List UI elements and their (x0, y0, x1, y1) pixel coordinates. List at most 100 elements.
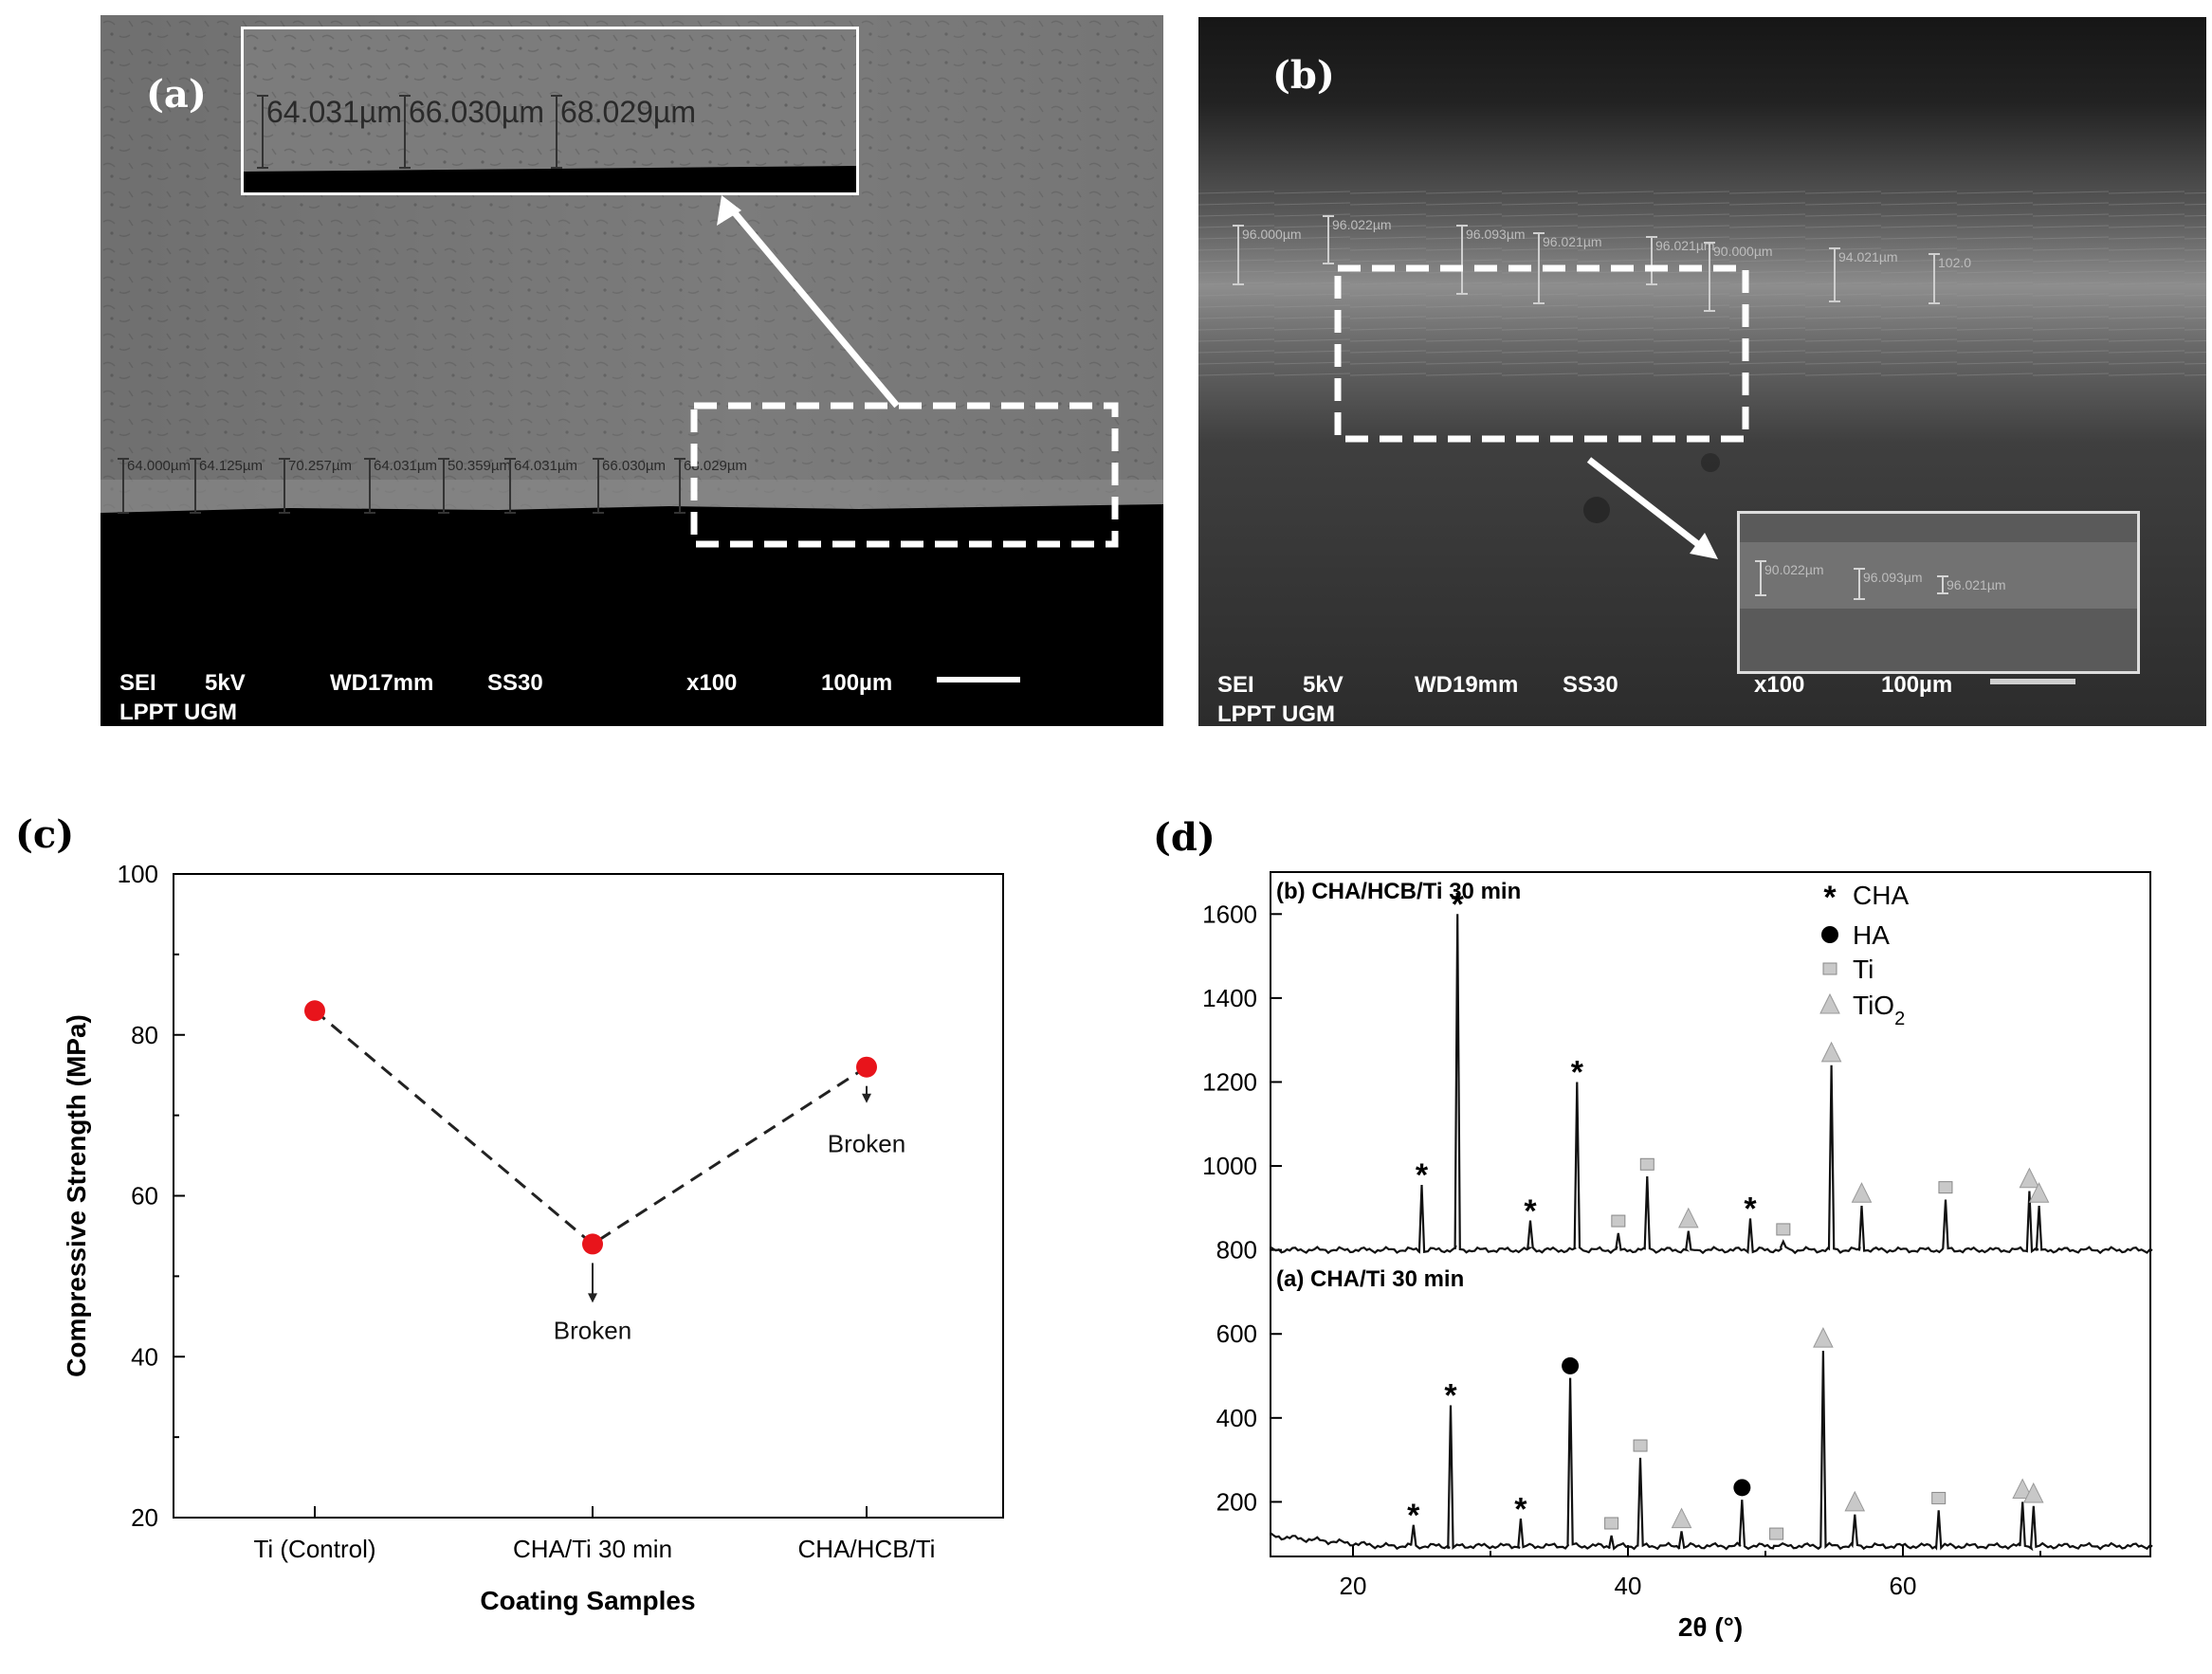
measurement-label: 70.257µm (288, 458, 352, 474)
peak-marker-ti (1633, 1439, 1648, 1452)
peak-marker-cha: * (1524, 1193, 1537, 1229)
measurement-label: 64.000µm (127, 458, 191, 474)
x-tick-label: CHA/Ti 30 min (513, 1535, 672, 1563)
sem-mode-b: SEI (1217, 672, 1254, 698)
measurement-label: 90.022µm (1764, 562, 1824, 577)
legend-marker-square (1822, 962, 1837, 975)
y-tick-label: 80 (131, 1021, 158, 1049)
peak-marker-tio2 (2012, 1478, 2033, 1500)
measurement-label: 96.021µm (1543, 234, 1602, 249)
annotation-label: Broken (554, 1316, 631, 1344)
y-tick-label: 100 (118, 860, 158, 888)
x-tick-label: 40 (1615, 1572, 1642, 1600)
peak-marker-tio2 (2019, 1167, 2040, 1189)
y-tick-label: 1000 (1202, 1152, 1257, 1180)
y-tick-label: 800 (1216, 1236, 1257, 1265)
sem-scale-a: 100µm (821, 670, 892, 696)
measurement-label: 64.125µm (199, 458, 263, 474)
strength-point (582, 1233, 603, 1255)
legend-label: Ti (1853, 955, 1874, 984)
legend-marker-star: * (1823, 880, 1837, 916)
legend-subscript: 2 (1894, 1009, 1905, 1029)
x-tick-label: 20 (1340, 1572, 1367, 1600)
peak-marker-cha: * (1571, 1055, 1584, 1091)
measurement-label: 90.000µm (1713, 244, 1773, 259)
measurement-label: 96.021µm (1655, 238, 1715, 253)
sem-scale-b: 100µm (1881, 672, 1952, 698)
sem-footer-b: SEI 5kV WD19mm SS30 x100 100µm LPPT UGM (1217, 672, 2075, 726)
measurement-label: 96.000µm (1242, 227, 1302, 242)
peak-marker-cha: * (1744, 1192, 1757, 1228)
peak-marker-ti (1639, 1157, 1654, 1171)
plot-frame (1270, 871, 2151, 1557)
peak-marker-ti (1611, 1214, 1626, 1228)
panel-c-label: (c) (15, 812, 75, 857)
sem-lab-b: LPPT UGM (1217, 701, 1335, 726)
y-tick-label: 400 (1216, 1404, 1257, 1432)
measurement-label: 96.093µm (1863, 570, 1923, 585)
series-label: (a) CHA/Ti 30 min (1276, 1266, 1464, 1292)
peak-marker-tio2 (1851, 1182, 1873, 1203)
measurement-label: 96.093µm (1466, 227, 1526, 242)
xrd-pattern-a (1270, 1350, 2153, 1552)
measurement-label: 50.359µm (448, 458, 511, 474)
strength-point (856, 1056, 877, 1078)
peak-marker-tio2 (1671, 1507, 1692, 1529)
measurement-label: 96.021µm (1947, 577, 2006, 592)
measurement-label: 68.029µm (684, 458, 747, 474)
sem-panel-b: 96.000µm 96.022µm 96.093µm 96.021µm 96.021µm… (1198, 17, 2206, 726)
sem-mode-a: SEI (119, 670, 156, 696)
dashed-roi-b (1334, 264, 1749, 559)
sem-wd-b: WD19mm (1415, 672, 1518, 698)
plot-frame (173, 873, 1004, 1519)
y-tick-label: 20 (131, 1503, 158, 1532)
sem-lab-a: LPPT UGM (119, 700, 237, 725)
legend-marker-circle (1821, 926, 1838, 943)
x-tick-label: Ti (Control) (253, 1535, 375, 1563)
measurement-label: 66.030µm (409, 95, 544, 129)
xrd-pattern-b (1270, 914, 2153, 1255)
sem-mag-b: x100 (1754, 672, 1804, 698)
y-tick-label: 60 (131, 1182, 158, 1210)
peak-marker-tio2 (2022, 1482, 2044, 1503)
peak-marker-ti (1938, 1181, 1953, 1194)
sem-voltage-b: 5kV (1303, 672, 1344, 698)
sem-wd-a: WD17mm (330, 670, 433, 696)
peak-marker-cha: * (1444, 1378, 1457, 1414)
measurement-label: 96.022µm (1332, 217, 1392, 232)
peak-marker-ti (1931, 1491, 1947, 1504)
measurement-label: 64.031µm (374, 458, 437, 474)
peak-marker-cha: * (1452, 886, 1465, 922)
panel-d-label: (d) (1153, 815, 1216, 860)
peak-marker-ti (1776, 1223, 1791, 1236)
measurement-label: 64.031µm (266, 95, 402, 129)
legend-marker-triangle (1819, 992, 1840, 1014)
measurement-label: 64.031µm (514, 458, 577, 474)
y-tick-label: 1200 (1202, 1067, 1257, 1096)
x-axis-title: Coating Samples (480, 1586, 695, 1615)
peak-marker-ha (1562, 1356, 1580, 1374)
peak-marker-cha: * (1514, 1491, 1527, 1527)
peak-marker-tio2 (1813, 1326, 1834, 1348)
peak-marker-tio2 (2028, 1182, 2050, 1203)
legend-label: TiO2 (1853, 991, 1905, 1029)
strength-line (314, 1010, 868, 1246)
annotation-arrowhead (588, 1293, 597, 1303)
peak-marker-ti (1769, 1527, 1784, 1540)
sem-voltage-a: 5kV (205, 670, 246, 696)
series-label: (b) CHA/HCB/Ti 30 min (1276, 879, 1521, 904)
y-tick-label: 600 (1216, 1319, 1257, 1348)
sem-mag-a: x100 (686, 670, 737, 696)
legend-label: CHA (1853, 881, 1909, 910)
sem-ss-a: SS30 (487, 670, 543, 696)
x-axis-title: 2θ (°) (1678, 1612, 1743, 1642)
x-tick-label: 60 (1890, 1572, 1917, 1600)
annotation-label: Broken (828, 1130, 905, 1158)
annotation-arrowhead (862, 1093, 871, 1103)
measurement-label: 66.030µm (602, 458, 666, 474)
panel-b-label: (b) (1272, 53, 1335, 98)
